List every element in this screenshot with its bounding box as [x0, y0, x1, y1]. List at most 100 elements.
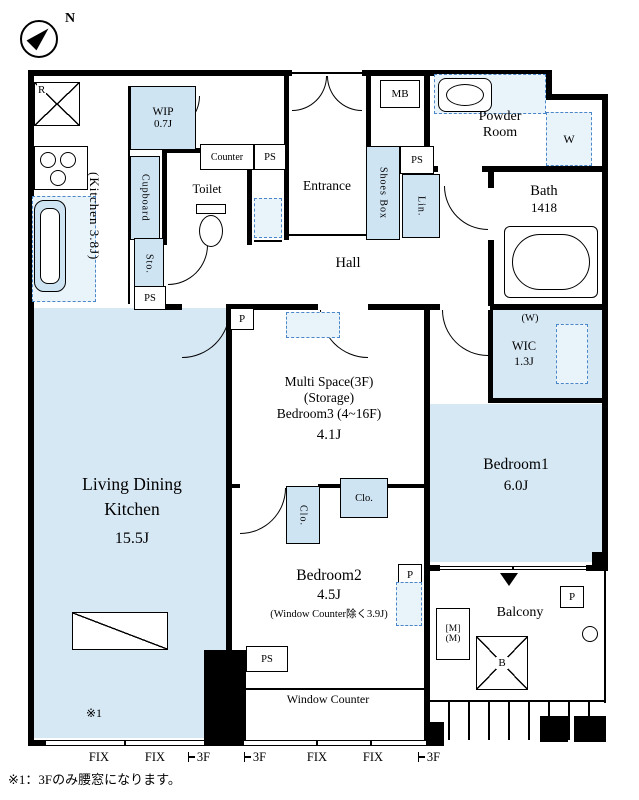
- shoes-box-label: Shoes Box: [377, 166, 389, 220]
- compass-icon: N: [16, 8, 86, 66]
- wall: [482, 166, 608, 172]
- ps-label: PS: [411, 154, 423, 166]
- wall: [368, 304, 426, 310]
- wall: [424, 70, 430, 172]
- pipe-box: P: [560, 586, 584, 608]
- wip-size: 0.7J: [153, 118, 173, 130]
- entrance-door-line: [292, 72, 362, 74]
- window-mullion: [124, 740, 126, 746]
- pipe-box: P: [230, 308, 254, 330]
- wic-size: 1.3J: [514, 354, 534, 368]
- toilet-bowl-icon: [199, 215, 223, 247]
- washbasin-bowl-icon: [446, 84, 484, 106]
- cupboard-label: Cupboard: [139, 174, 151, 222]
- niche-line: [254, 240, 282, 242]
- kitchen-label: (Kitchen 3.8J): [87, 171, 102, 261]
- window-type-label: FIX: [294, 750, 340, 766]
- ldk-line2: Kitchen: [104, 499, 160, 519]
- balcony-block: [574, 716, 606, 742]
- wall: [424, 304, 440, 310]
- wall: [362, 70, 428, 76]
- window-type-label: 3F: [408, 750, 450, 766]
- window-type-text: FIX: [306, 750, 328, 764]
- b-box: B: [476, 636, 528, 690]
- powder-room-line2: Room: [482, 125, 518, 140]
- window-type-label: 3F: [234, 750, 276, 766]
- window-counter-label: Window Counter: [286, 692, 370, 706]
- storage: Sto.: [134, 238, 164, 290]
- wall: [602, 94, 608, 571]
- ps-box: PS: [134, 286, 166, 310]
- toilet-tank-icon: [196, 204, 226, 214]
- wall: [490, 304, 608, 310]
- wall: [162, 148, 167, 245]
- ps-label: PS: [144, 292, 156, 304]
- wall: [424, 565, 440, 571]
- multi-space-line2: (Storage): [303, 390, 355, 405]
- table-icon: [72, 612, 168, 650]
- wall: [366, 76, 371, 154]
- wall: [318, 484, 342, 488]
- window-type-text: FIX: [88, 750, 110, 764]
- note-marker: ※1: [85, 706, 103, 720]
- ps-label: PS: [264, 151, 276, 163]
- ceiling-feature: [286, 312, 340, 338]
- direction-triangle-icon: [500, 573, 518, 586]
- compass-north-label: N: [64, 11, 76, 26]
- wall: [226, 304, 232, 746]
- wall: [424, 310, 430, 746]
- wall: [546, 94, 608, 100]
- wall: [488, 310, 493, 403]
- window-mullion: [370, 740, 372, 746]
- toilet-label: Toilet: [192, 182, 222, 196]
- powder-room-line1: Powder: [478, 109, 522, 124]
- wall: [232, 304, 318, 310]
- window-type-text: FIX: [362, 750, 384, 764]
- entrance-step-line: [289, 234, 366, 236]
- window: [244, 740, 426, 746]
- bedroom1-name: Bedroom1: [483, 455, 549, 473]
- pipe-label: P: [406, 569, 414, 581]
- pipe-label: P: [238, 313, 246, 325]
- window-mullion: [316, 740, 318, 746]
- wic-shelf: [556, 324, 588, 384]
- door-arc: [327, 76, 362, 111]
- wic-name: WIC: [511, 339, 537, 353]
- wall: [28, 70, 292, 76]
- powder-room-label: Powder Room: [450, 104, 550, 146]
- ldk-floor: [34, 308, 226, 738]
- bedroom1-size: 6.0J: [503, 477, 529, 494]
- balcony-block: [540, 716, 568, 742]
- washer-space: W: [546, 112, 592, 166]
- wic-note: (W): [521, 313, 539, 324]
- pillar: [204, 650, 246, 746]
- closet-label: Clo.: [297, 504, 309, 526]
- hall-label: Hall: [335, 255, 361, 271]
- wic-label: WIC 1.3J: [492, 334, 556, 374]
- window-type-label: FIX: [76, 750, 122, 766]
- toilet-basin: [254, 198, 282, 238]
- multi-space-line1: Multi Space(3F): [284, 374, 374, 389]
- range-hood-label: R: [37, 84, 47, 98]
- dimension-tick-icon: [243, 752, 251, 762]
- bedroom2-note: (Window Counter除く3.9J): [270, 609, 388, 620]
- closet-1: Clo.: [286, 486, 320, 544]
- window-mullion: [512, 566, 514, 570]
- counter-label: Counter: [210, 151, 244, 163]
- ps-box: PS: [246, 646, 288, 672]
- ldk-label: Living Dining Kitchen 15.5J: [44, 458, 220, 564]
- compass-ring: [20, 20, 58, 58]
- multi-space-label: Multi Space(3F) (Storage) Bedroom3 (4~16…: [234, 356, 424, 462]
- washer-label: W: [563, 131, 575, 146]
- burner-icon: [60, 152, 76, 168]
- drain-icon: [582, 626, 598, 642]
- wip-room: WIP 0.7J: [130, 86, 196, 150]
- bath-size: 1418: [531, 199, 557, 215]
- burner-icon: [40, 152, 56, 168]
- meter-box: [M] (M): [436, 608, 470, 660]
- window-type-label: FIX: [350, 750, 396, 766]
- wall: [488, 172, 494, 188]
- ceiling-feature: [396, 582, 422, 626]
- balcony-label: Balcony: [496, 605, 544, 620]
